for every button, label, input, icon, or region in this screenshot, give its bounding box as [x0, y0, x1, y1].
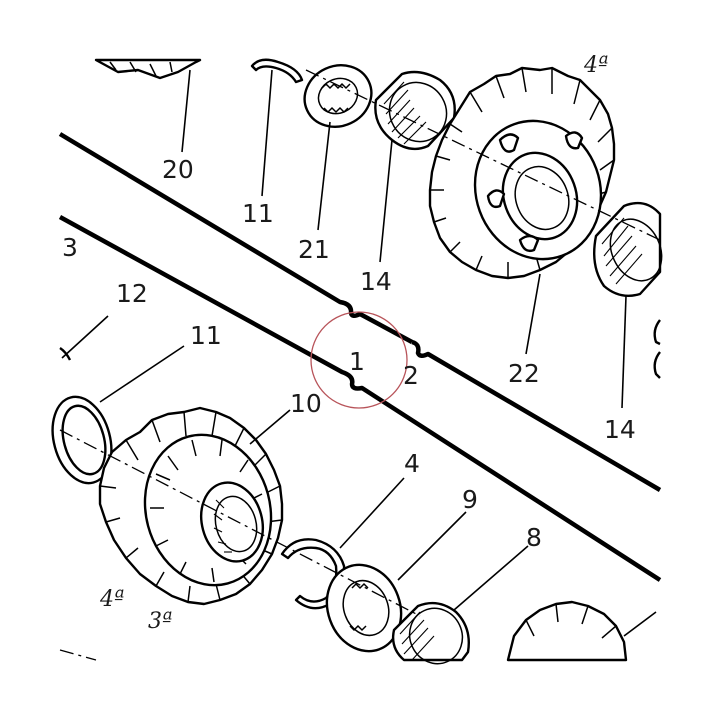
- callout-20: 20: [162, 155, 194, 184]
- needle-bearing-14-top: [374, 70, 456, 151]
- callout-12: 12: [116, 279, 148, 308]
- splined-washer-21: [303, 64, 373, 128]
- callout-14-right: 14: [604, 415, 636, 444]
- lower-shaft-edge: [58, 215, 662, 582]
- callout-11-top: 11: [242, 199, 274, 228]
- leader-11-top: [261, 69, 273, 197]
- callout-21: 21: [298, 235, 330, 264]
- circlip-11-top: [250, 58, 304, 84]
- callout-9: 9: [462, 485, 478, 514]
- callout-4: 4: [404, 449, 420, 478]
- gear-cluster-10: [98, 406, 284, 606]
- right-edge-partial-parts: [653, 319, 661, 379]
- callout-3: 3: [62, 233, 78, 262]
- leader-partial-bottom-right: [623, 611, 657, 637]
- leader-14-top: [379, 139, 393, 263]
- leader-9: [397, 511, 467, 581]
- leader-lines: [61, 69, 657, 637]
- circlip-4: [280, 538, 346, 610]
- leader-14-right: [621, 295, 627, 409]
- needle-bearing-8: [391, 601, 470, 665]
- gear-marks: 4ª 4ª 3ª: [99, 53, 608, 634]
- leader-21: [317, 121, 331, 231]
- leader-22: [525, 273, 541, 355]
- gear-22: [428, 66, 616, 280]
- leader-20: [181, 69, 191, 153]
- callout-2: 2: [403, 361, 419, 390]
- callout-1: 1: [349, 347, 365, 376]
- highlight-circle: [310, 311, 408, 409]
- gear-mark-3rd-bottom: 3ª: [148, 609, 172, 634]
- needle-bearing-14-right: [593, 201, 663, 297]
- circlip-12-partial: [59, 347, 72, 361]
- leader-4: [339, 477, 405, 549]
- part-axes: [59, 69, 661, 661]
- callout-10: 10: [290, 389, 322, 418]
- callout-8: 8: [526, 523, 542, 552]
- leader-8: [453, 545, 529, 611]
- gear-mark-4th-top: 4ª: [583, 53, 608, 78]
- callout-22: 22: [508, 359, 540, 388]
- callout-labels: 20 11 21 14 3 12 11 1 2 22 10 14 4 9 8: [62, 155, 636, 552]
- callout-14-top: 14: [360, 267, 392, 296]
- callout-11-left: 11: [190, 321, 222, 350]
- upper-shaft-right-edge: [411, 339, 662, 492]
- gear-mark-4th-bottom: 4ª: [99, 587, 124, 612]
- leader-10: [249, 409, 291, 445]
- splined-washer-9: [325, 563, 403, 653]
- upper-shaft-top-edge: [58, 132, 414, 344]
- circlip-11-left: [51, 395, 113, 485]
- gear-bottom-right-partial: [506, 600, 628, 662]
- gear-20-partial: [94, 58, 202, 80]
- leader-12: [61, 315, 109, 359]
- leader-11-left: [99, 345, 185, 403]
